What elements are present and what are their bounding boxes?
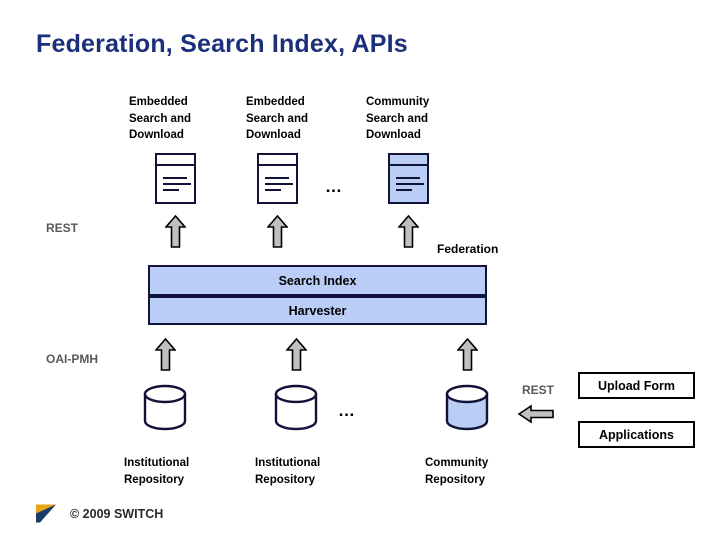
search-index-label: Search Index [278, 273, 357, 288]
harvester-box[interactable]: Harvester [148, 296, 487, 325]
up-arrow-icon-3 [398, 215, 419, 248]
left-arrow-icon [518, 404, 554, 424]
repository-caption-3: Community Repository [425, 457, 489, 486]
document-icon-3-community[interactable] [388, 153, 429, 204]
document-text-line [396, 177, 420, 179]
document-text-line [265, 183, 293, 185]
document-text-line [265, 177, 289, 179]
document-text-line [396, 189, 412, 191]
upload-form-label: Upload Form [597, 378, 676, 393]
document-text-line [163, 177, 187, 179]
consumers-ellipsis: … [325, 177, 344, 196]
database-cylinder-icon-2[interactable] [272, 384, 320, 431]
up-arrow-icon-2 [267, 215, 288, 248]
switch-logo [36, 504, 56, 523]
document-text-line [396, 183, 424, 185]
label-rest-top: REST [46, 221, 79, 235]
label-rest-right: REST [522, 383, 555, 397]
up-arrow-icon-5 [286, 338, 307, 371]
applications-box[interactable]: Applications [578, 421, 695, 448]
up-arrow-icon-1 [165, 215, 186, 248]
search-index-box[interactable]: Search Index [148, 265, 487, 296]
database-cylinder-icon-3-community[interactable] [443, 384, 491, 431]
document-text-line [163, 189, 179, 191]
consumer-caption-3: Community Search and Download [366, 96, 430, 141]
label-oai-pmh: OAI-PMH [46, 352, 98, 366]
document-header-rule [157, 164, 194, 166]
document-header-rule [259, 164, 296, 166]
up-arrow-icon-6 [457, 338, 478, 371]
document-header-rule [390, 164, 427, 166]
copyright-text: © 2009 SWITCH [70, 506, 164, 521]
harvester-label: Harvester [288, 303, 347, 318]
consumer-caption-2: Embedded Search and Download [246, 96, 308, 141]
footer: © 2009 SWITCH [36, 503, 163, 524]
database-cylinder-icon-1[interactable] [141, 384, 189, 431]
document-text-line [163, 183, 191, 185]
applications-label: Applications [598, 427, 674, 442]
label-federation: Federation [437, 242, 499, 256]
document-icon-1[interactable] [155, 153, 196, 204]
repository-caption-1: Institutional Repository [124, 457, 190, 486]
consumer-caption-1: Embedded Search and Download [129, 96, 191, 141]
up-arrow-icon-4 [155, 338, 176, 371]
document-icon-2[interactable] [257, 153, 298, 204]
page-title: Federation, Search Index, APIs [36, 30, 408, 58]
repositories-ellipsis: … [338, 401, 357, 420]
upload-form-box[interactable]: Upload Form [578, 372, 695, 399]
document-text-line [265, 189, 281, 191]
repository-caption-2: Institutional Repository [255, 457, 321, 486]
